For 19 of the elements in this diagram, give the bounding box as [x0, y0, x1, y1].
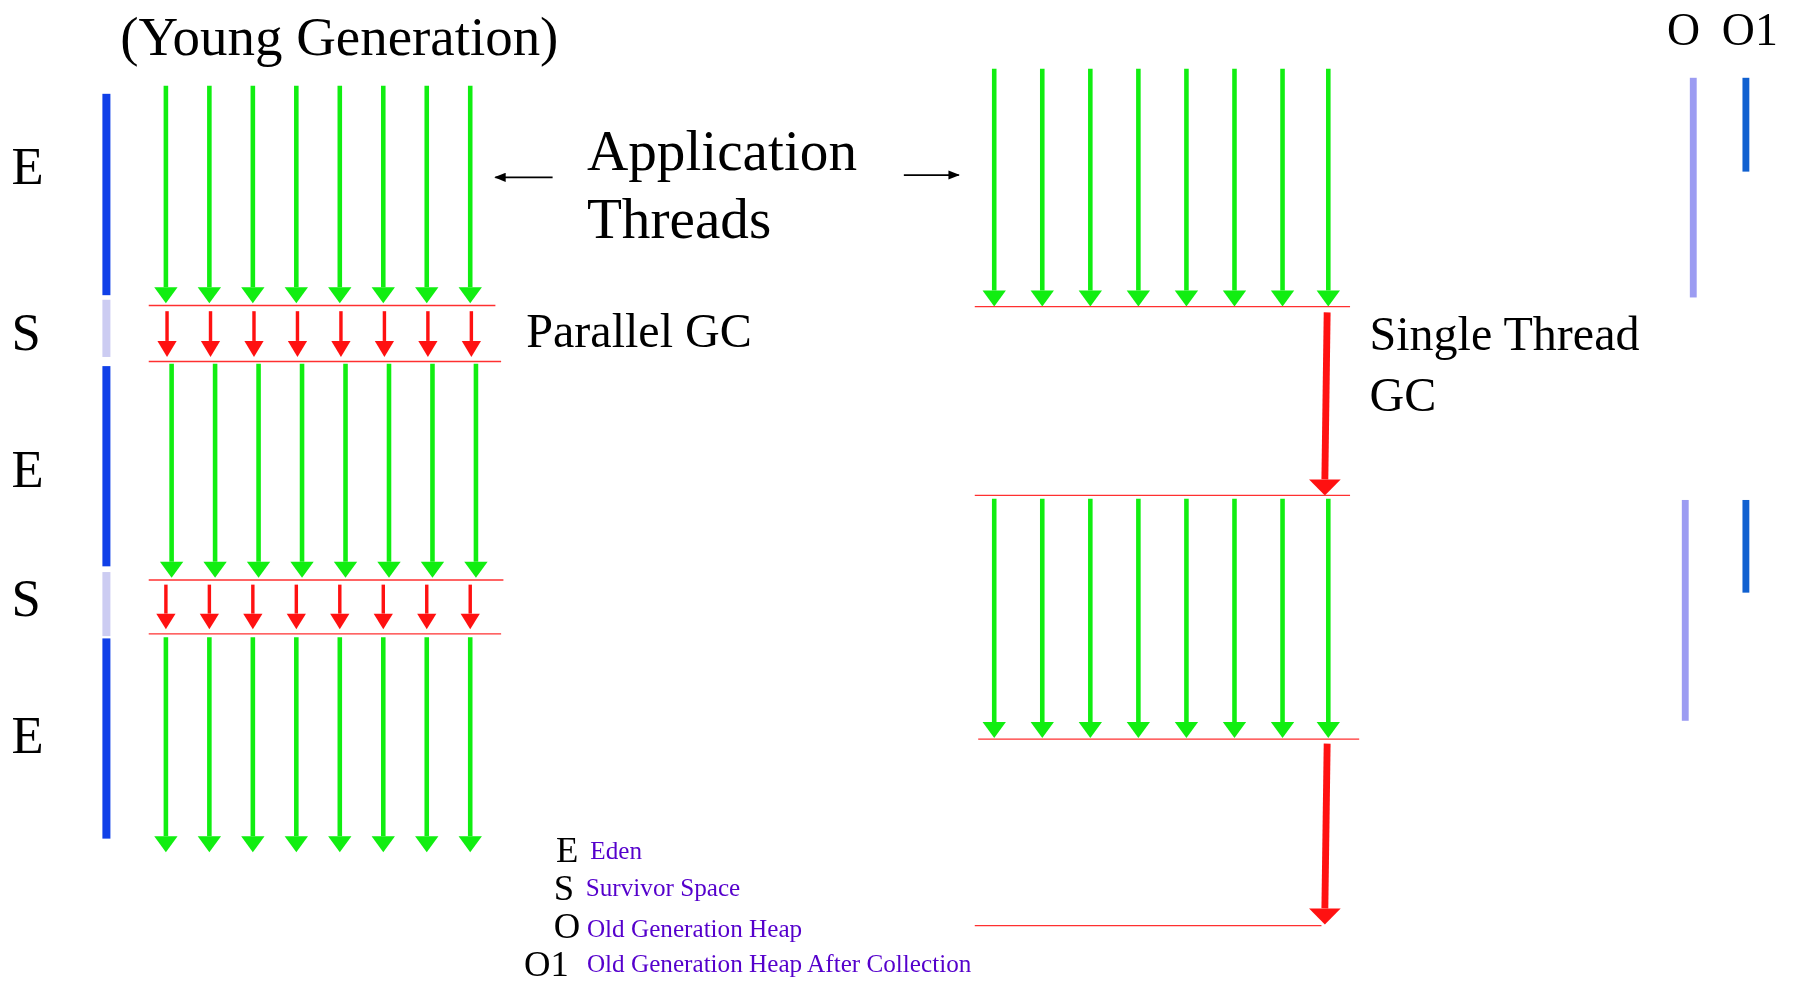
legend-letter: O1 — [524, 945, 569, 981]
legend-letter: E — [556, 830, 579, 868]
legend-letter: S — [553, 869, 575, 907]
gc-label: Single Thread GC — [1369, 306, 1641, 423]
legend-letter: O — [553, 907, 581, 944]
region-letter: E — [11, 443, 44, 497]
legend-text: Eden — [590, 838, 643, 864]
legend-letter: O1 — [1721, 6, 1778, 53]
region-letter: E — [11, 140, 44, 194]
thread-label: Application Threads — [586, 117, 857, 252]
legend-text: Old Generation Heap After Collection — [586, 951, 972, 978]
gc-label: Parallel GC — [526, 306, 752, 355]
region-letter: E — [11, 709, 44, 762]
legend-letter: O — [1666, 6, 1700, 53]
legend-text: Survivor Space — [585, 875, 741, 901]
title: (Young Generation) — [120, 9, 559, 65]
region-letter: S — [11, 306, 41, 360]
legend-text: Old Generation Heap — [586, 916, 803, 942]
region-letter: S — [11, 572, 41, 625]
